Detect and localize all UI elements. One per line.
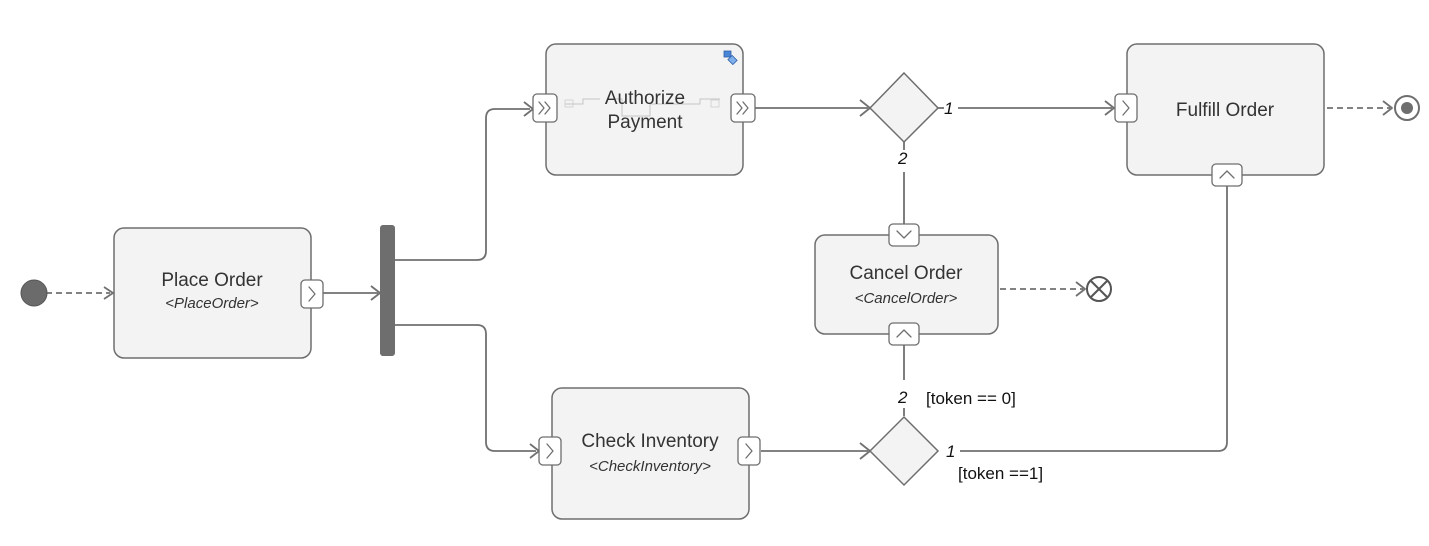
- action-check-inventory[interactable]: Check Inventory <CheckInventory>: [538, 387, 761, 520]
- guard-label-fulfill: [token ==1]: [958, 464, 1043, 483]
- activity-final-icon[interactable]: [1394, 95, 1420, 121]
- decision-diamond-icon[interactable]: [868, 415, 940, 487]
- input-pin-bottom-icon[interactable]: [888, 322, 920, 346]
- edge-label-2: 2: [897, 149, 908, 168]
- arrowhead: [1075, 281, 1086, 297]
- check-inventory-name: Check Inventory: [581, 431, 719, 452]
- edge-label-1: 1: [946, 442, 955, 461]
- call-behavior-icon[interactable]: [723, 50, 738, 66]
- input-pin-bottom-icon[interactable]: [1211, 163, 1243, 187]
- action-fulfill-order[interactable]: Fulfill Order: [1114, 43, 1325, 187]
- input-pin-icon[interactable]: [538, 436, 562, 466]
- output-pin-icon[interactable]: [737, 436, 761, 466]
- flow-fork-to-authorize-payment[interactable]: [395, 108, 530, 261]
- input-pin-icon[interactable]: [532, 93, 558, 123]
- embedded-activity-thumbnail-icon: [564, 98, 720, 117]
- cancel-order-stereotype: <CancelOrder>: [855, 290, 958, 307]
- flow-decision-to-fulfill-order-bottom[interactable]: [960, 186, 1228, 452]
- action-cancel-order[interactable]: Cancel Order <CancelOrder>: [814, 223, 999, 346]
- fork-bar-icon[interactable]: [380, 225, 395, 356]
- decision-diamond-icon[interactable]: [868, 71, 940, 144]
- output-pin-icon[interactable]: [300, 279, 324, 309]
- check-inventory-stereotype: <CheckInventory>: [589, 458, 711, 475]
- edge-label-1: 1: [944, 99, 953, 118]
- input-pin-top-icon[interactable]: [888, 223, 920, 247]
- fulfill-order-name: Fulfill Order: [1176, 100, 1275, 121]
- guard-label-cancel: [token == 0]: [926, 389, 1016, 408]
- arrowhead: [1382, 100, 1393, 116]
- authorize-payment-name-line2: Payment: [608, 112, 684, 133]
- control-flows: [46, 99, 1393, 460]
- place-order-name: Place Order: [161, 270, 263, 291]
- place-order-stereotype: <PlaceOrder>: [165, 295, 259, 312]
- cancel-order-name: Cancel Order: [850, 263, 964, 284]
- action-authorize-payment[interactable]: Authorize Payment: [532, 43, 756, 176]
- flow-final-icon[interactable]: [1086, 276, 1112, 302]
- action-place-order[interactable]: Place Order <PlaceOrder>: [113, 227, 324, 359]
- edge-label-2: 2: [897, 388, 908, 407]
- arrowhead: [1104, 100, 1115, 116]
- authorize-payment-name-line1: Authorize: [605, 88, 685, 109]
- output-pin-icon[interactable]: [730, 93, 756, 123]
- input-pin-icon[interactable]: [1114, 93, 1138, 123]
- arrowhead: [103, 286, 114, 300]
- flow-fork-to-check-inventory[interactable]: [395, 324, 536, 452]
- initial-node-icon[interactable]: [20, 279, 48, 307]
